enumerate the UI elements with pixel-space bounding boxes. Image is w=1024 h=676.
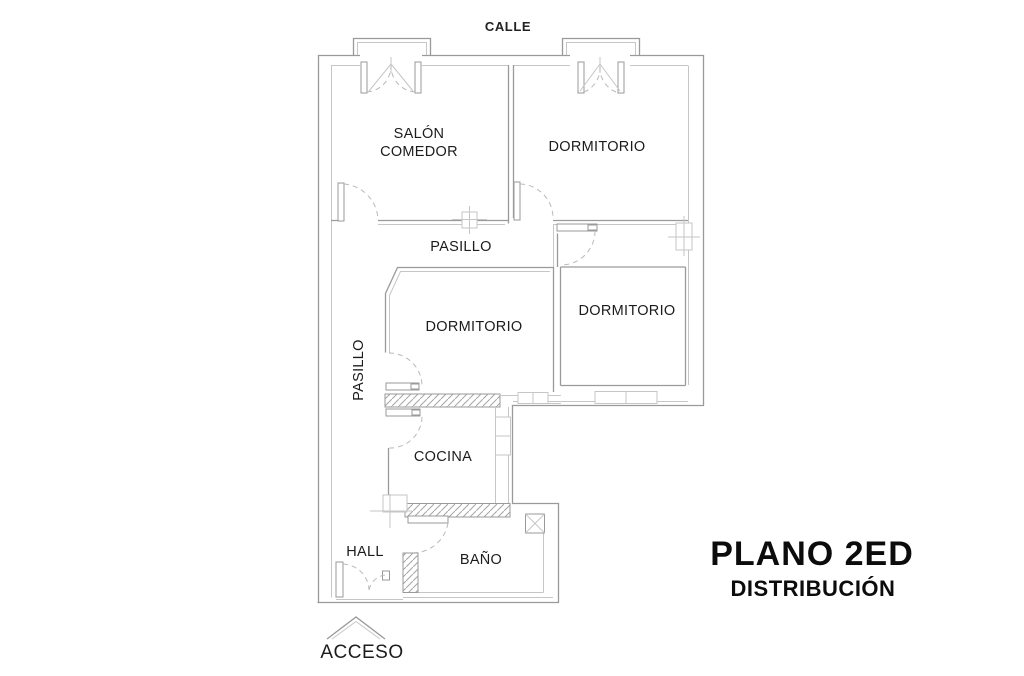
hall-label: HALL (346, 544, 383, 560)
plan-title: PLANO 2ED (710, 535, 914, 573)
bathroom-walls (402, 513, 545, 593)
kitchen-label: COCINA (414, 449, 472, 465)
access-arrow (326, 616, 386, 640)
bedroom-top-walls (513, 181, 700, 267)
bedroom-right-walls (556, 223, 687, 404)
bedroom-middle-walls (384, 266, 561, 408)
plan-subtitle: DISTRIBUCIÓN (731, 576, 896, 601)
bedroom-right-label: DORMITORIO (579, 303, 676, 319)
entry-door (335, 561, 390, 598)
living-room-label-2: COMEDOR (380, 144, 458, 160)
street-label: CALLE (485, 19, 531, 34)
access-label: ACCESO (320, 642, 403, 663)
kitchen-walls (370, 407, 511, 528)
bedroom-middle-label: DORMITORIO (426, 319, 523, 335)
balcony-salon (352, 37, 432, 94)
salon-walls (331, 65, 515, 234)
balcony-dormitorio (561, 37, 641, 94)
living-room-label-1: SALÓN (394, 125, 445, 142)
bathroom-label: BAÑO (460, 551, 502, 568)
hallway-left-label: PASILLO (351, 339, 367, 400)
bedroom-top-label: DORMITORIO (549, 139, 646, 155)
hallway-top-label: PASILLO (430, 239, 491, 255)
